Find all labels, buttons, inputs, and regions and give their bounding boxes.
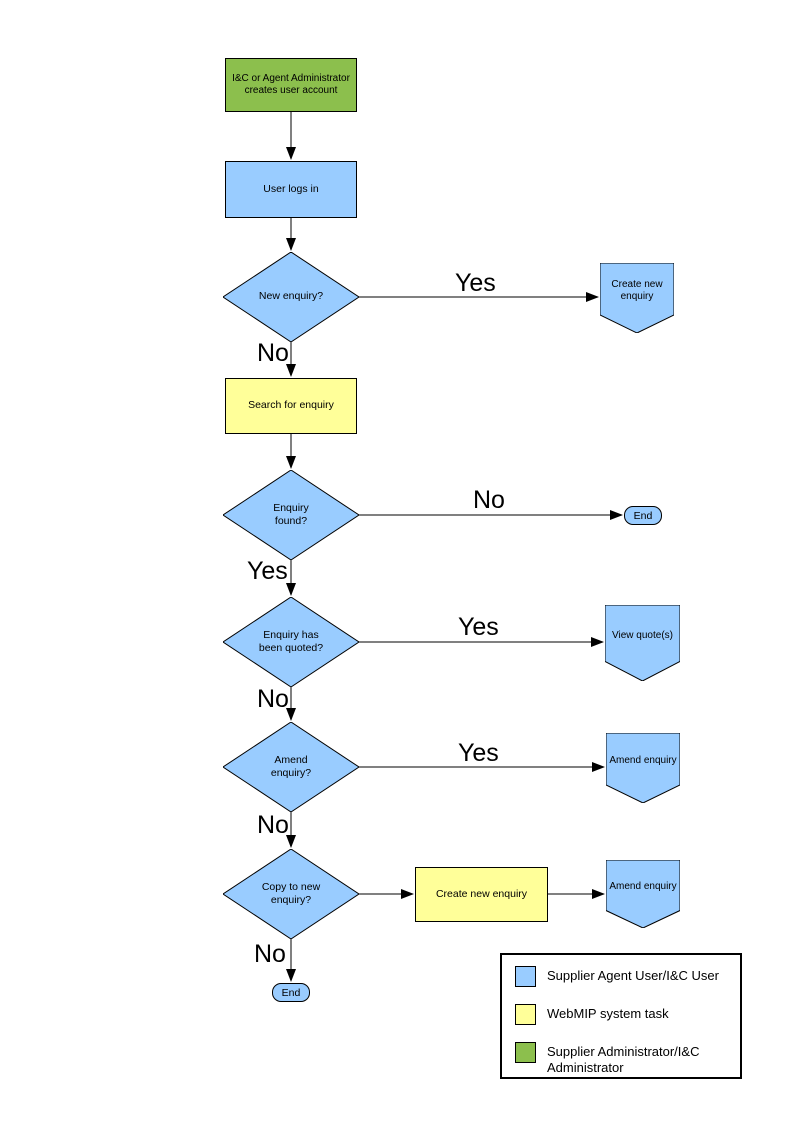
offpage-amend-enquiry-1: Amend enquiry [606, 733, 680, 803]
edge-label-quoted-no: No [257, 685, 289, 713]
diamond-shape [223, 597, 359, 687]
legend: Supplier Agent User/I&C User WebMIP syst… [500, 953, 742, 1079]
decision-enquiry-quoted-label: Enquiry has been quoted? [258, 628, 324, 654]
login-node: User logs in [225, 161, 357, 218]
diamond-shape [223, 252, 359, 342]
decision-enquiry-found: Enquiry found? [223, 470, 359, 560]
legend-swatch-system [515, 1004, 536, 1025]
legend-label-user: Supplier Agent User/I&C User [547, 968, 719, 983]
end-node-bottom: End [272, 983, 310, 1002]
edge-label-amend-yes: Yes [458, 739, 499, 767]
decision-copy-to-new-enquiry-label: Copy to new enquiry? [261, 880, 321, 906]
decision-new-enquiry: New enquiry? [223, 252, 359, 342]
edge-label-new-enquiry-no: No [257, 339, 289, 367]
decision-amend-enquiry: Amend enquiry? [223, 722, 359, 812]
legend-row-system: WebMIP system task [515, 1004, 669, 1025]
decision-enquiry-quoted: Enquiry has been quoted? [223, 597, 359, 687]
decision-new-enquiry-label: New enquiry? [258, 290, 324, 303]
decision-copy-to-new-enquiry: Copy to new enquiry? [223, 849, 359, 939]
offpage-view-quotes-label: View quote(s) [612, 629, 673, 641]
edge-label-quoted-yes: Yes [458, 613, 499, 641]
edge-label-amend-no: No [257, 811, 289, 839]
edge-label-enquiry-found-yes: Yes [247, 557, 288, 585]
offpage-create-new-enquiry-label: Create new enquiry [611, 278, 663, 303]
pentagon-shape [606, 733, 680, 803]
pentagon-shape [606, 860, 680, 928]
end-node-bottom-label: End [281, 986, 301, 999]
decision-amend-enquiry-label: Amend enquiry? [270, 753, 312, 779]
legend-row-admin: Supplier Administrator/I&C Administrator [515, 1042, 699, 1077]
legend-row-user: Supplier Agent User/I&C User [515, 966, 719, 987]
pentagon-shape [600, 263, 674, 333]
diamond-shape [223, 722, 359, 812]
offpage-create-new-enquiry: Create new enquiry [600, 263, 674, 333]
edge-label-enquiry-found-no: No [473, 486, 505, 514]
legend-label-admin: Supplier Administrator/I&C Administrator [547, 1044, 700, 1076]
legend-swatch-user [515, 966, 536, 987]
start-node-label: I&C or Agent Administrator creates user … [232, 72, 350, 97]
end-node-right: End [624, 506, 662, 525]
offpage-amend-enquiry-2: Amend enquiry [606, 860, 680, 928]
pentagon-shape [605, 605, 680, 681]
legend-label-system: WebMIP system task [547, 1006, 669, 1021]
end-node-right-label: End [633, 509, 653, 522]
offpage-view-quotes: View quote(s) [605, 605, 680, 681]
login-node-label: User logs in [263, 182, 319, 195]
decision-enquiry-found-label: Enquiry found? [273, 501, 309, 527]
diamond-shape [223, 849, 359, 939]
offpage-amend-enquiry-1-label: Amend enquiry [609, 754, 677, 766]
diamond-shape [223, 470, 359, 560]
task-search-for-enquiry-label: Search for enquiry [248, 399, 334, 412]
task-create-new-enquiry-label: Create new enquiry [435, 887, 528, 900]
task-create-new-enquiry: Create new enquiry [415, 867, 548, 922]
edge-label-copy-no: No [254, 940, 286, 968]
edge-label-new-enquiry-yes: Yes [455, 269, 496, 297]
offpage-amend-enquiry-2-label: Amend enquiry [609, 880, 677, 892]
start-node: I&C or Agent Administrator creates user … [225, 58, 357, 112]
task-search-for-enquiry: Search for enquiry [225, 378, 357, 434]
legend-swatch-admin [515, 1042, 536, 1063]
